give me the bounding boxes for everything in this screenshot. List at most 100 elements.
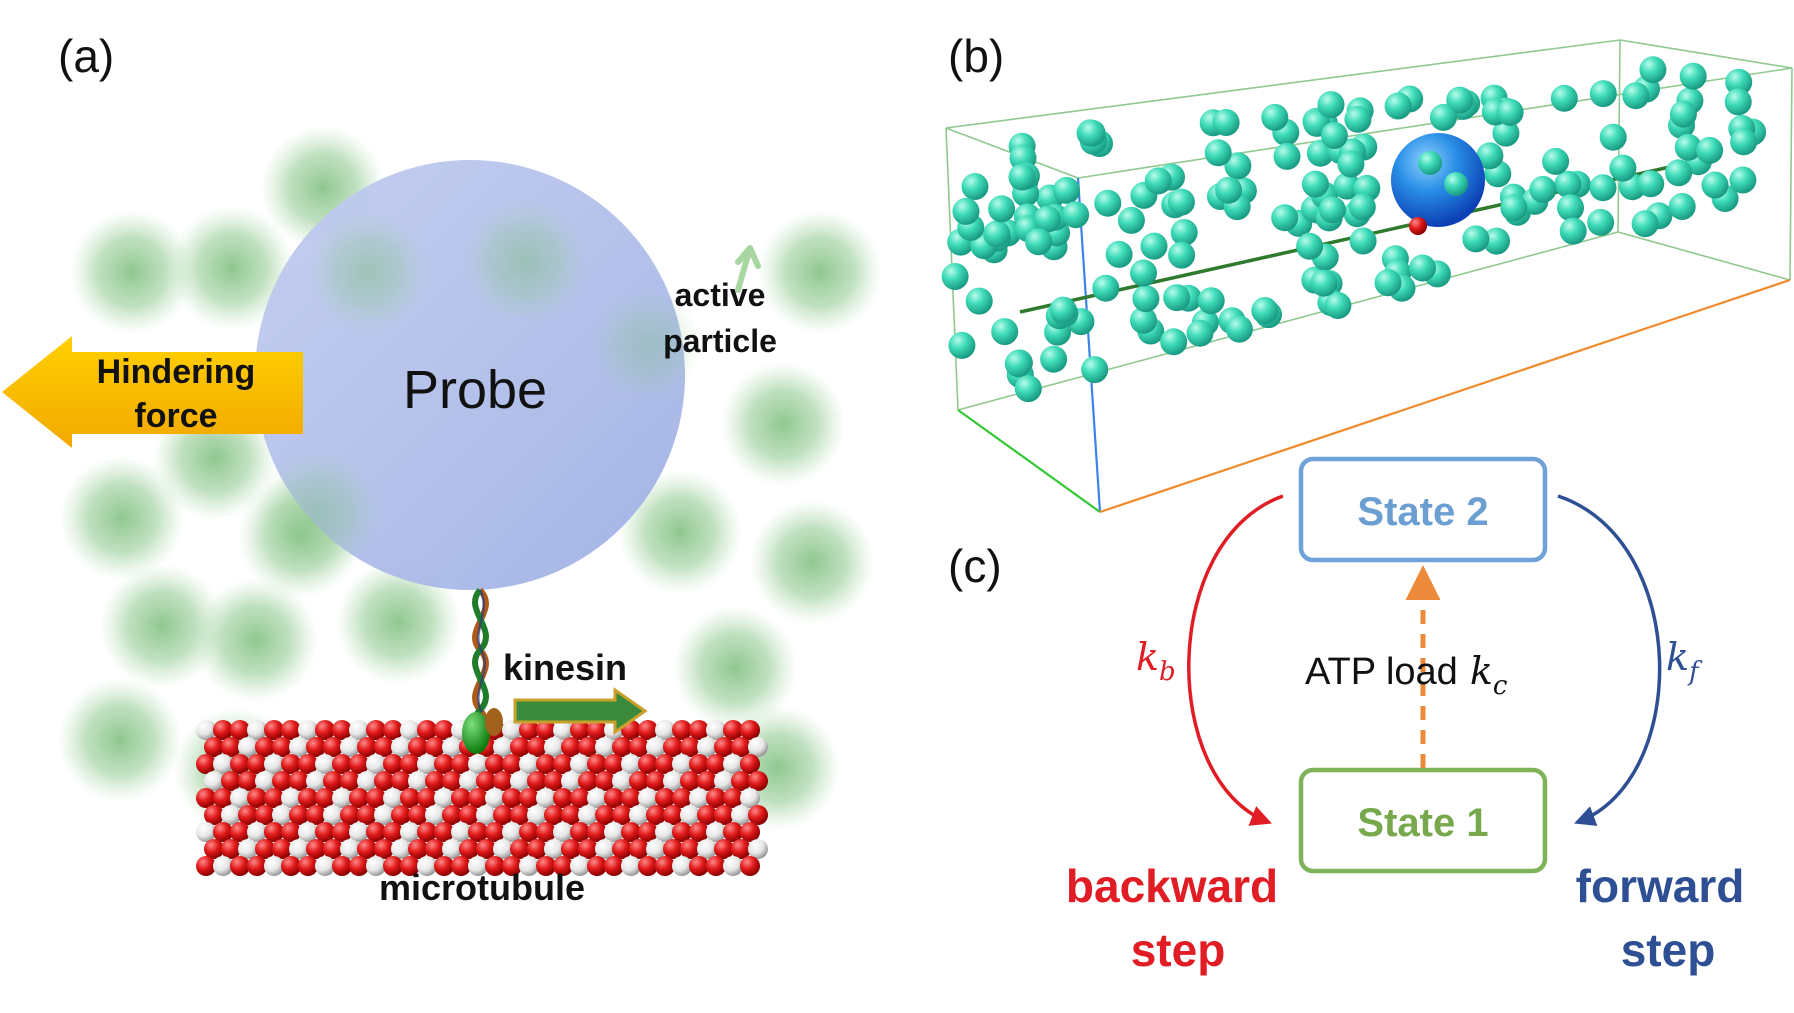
active-particle xyxy=(1348,193,1376,221)
active-particle xyxy=(948,331,976,359)
tubulin-bead xyxy=(502,788,522,808)
tubulin-bead xyxy=(196,788,216,808)
tubulin-bead xyxy=(323,839,343,859)
tubulin-bead xyxy=(230,788,250,808)
tubulin-bead xyxy=(740,822,760,842)
tubulin-bead xyxy=(272,771,292,791)
kinesin-motor-head-2 xyxy=(485,708,503,736)
tubulin-bead xyxy=(196,822,216,842)
tubulin-bead xyxy=(561,805,581,825)
tubulin-bead xyxy=(706,856,726,876)
tubulin-bead xyxy=(519,788,539,808)
tubulin-bead xyxy=(298,788,318,808)
tubulin-bead xyxy=(553,720,573,740)
tubulin-bead xyxy=(281,720,301,740)
crowder-blob xyxy=(750,500,874,624)
tubulin-bead xyxy=(714,771,734,791)
kf-rate-label: kf xyxy=(1666,635,1703,687)
active-particle xyxy=(1559,217,1587,245)
tubulin-bead xyxy=(451,822,471,842)
tubulin-bead xyxy=(553,822,573,842)
tubulin-bead xyxy=(417,856,437,876)
tubulin-bead xyxy=(706,754,726,774)
tubulin-bead xyxy=(493,737,513,757)
active-particle xyxy=(1337,150,1365,178)
tubulin-bead xyxy=(519,720,539,740)
active-particle xyxy=(1144,167,1172,195)
tubulin-bead xyxy=(646,805,666,825)
tubulin-bead xyxy=(510,737,530,757)
tubulin-bead xyxy=(714,805,734,825)
active-particle xyxy=(1317,91,1345,119)
active-particle xyxy=(1053,176,1080,204)
tubulin-bead xyxy=(442,839,462,859)
tubulin-bead xyxy=(374,839,394,859)
tubulin-bead xyxy=(247,822,267,842)
tubulin-bead xyxy=(221,839,241,859)
tubulin-bead xyxy=(697,805,717,825)
tubulin-bead xyxy=(391,771,411,791)
active-particle xyxy=(1639,56,1667,84)
active-particle xyxy=(1040,345,1068,373)
tubulin-bead xyxy=(340,805,360,825)
tubulin-bead xyxy=(442,737,462,757)
tubulin-bead xyxy=(748,805,768,825)
active-particle xyxy=(1496,98,1524,126)
active-particle xyxy=(1589,80,1617,108)
active-particle xyxy=(1271,204,1299,232)
tubulin-bead xyxy=(561,839,581,859)
tubulin-bead xyxy=(536,754,556,774)
crowder-blob xyxy=(673,606,797,730)
tubulin-bead xyxy=(621,822,641,842)
active-particle xyxy=(1078,119,1106,147)
active-particle xyxy=(1429,103,1457,131)
tubulin-bead xyxy=(612,737,632,757)
tubulin-bead xyxy=(434,788,454,808)
tubulin-bead xyxy=(425,805,445,825)
tubulin-bead xyxy=(417,822,437,842)
tubulin-bead xyxy=(434,822,454,842)
tubulin-bead xyxy=(425,839,445,859)
panel-a-letter: (a) xyxy=(58,30,114,82)
active-particle xyxy=(1130,259,1157,287)
tubulin-bead xyxy=(706,822,726,842)
state-2-box xyxy=(1298,456,1548,563)
tubulin-bead xyxy=(561,737,581,757)
tubulin-bead xyxy=(400,754,420,774)
active-particle xyxy=(1140,232,1168,260)
tubulin-bead xyxy=(706,720,726,740)
particle-on-probe xyxy=(1444,172,1468,196)
active-particle xyxy=(1324,292,1352,319)
tubulin-bead xyxy=(629,805,649,825)
forward-step-label-line2: step xyxy=(1621,924,1716,976)
active-particle xyxy=(1374,269,1402,297)
tubulin-bead xyxy=(408,805,428,825)
tubulin-bead xyxy=(553,788,573,808)
tubulin-bead xyxy=(332,788,352,808)
tubulin-bead xyxy=(536,788,556,808)
tubulin-bead xyxy=(264,754,284,774)
tubulin-bead xyxy=(400,856,420,876)
tubulin-bead xyxy=(646,839,666,859)
active-particle xyxy=(1062,201,1090,229)
active-particle xyxy=(1081,356,1109,384)
tubulin-bead xyxy=(349,788,369,808)
tubulin-bead xyxy=(587,754,607,774)
tubulin-bead xyxy=(315,822,335,842)
tubulin-bead xyxy=(629,737,649,757)
active-particle xyxy=(1609,154,1637,182)
tubulin-bead xyxy=(544,737,564,757)
tubulin-bead xyxy=(306,805,326,825)
active-particle xyxy=(1554,170,1582,198)
tubulin-bead xyxy=(289,771,309,791)
state-1-label: State 1 xyxy=(1357,801,1488,845)
tubulin-bead xyxy=(272,839,292,859)
active-particle xyxy=(961,173,989,200)
active-particle xyxy=(1130,306,1157,334)
tubulin-bead xyxy=(527,737,547,757)
tubulin-bead xyxy=(655,788,675,808)
tubulin-bead xyxy=(264,788,284,808)
active-particle xyxy=(1273,142,1301,170)
tubulin-bead xyxy=(306,771,326,791)
